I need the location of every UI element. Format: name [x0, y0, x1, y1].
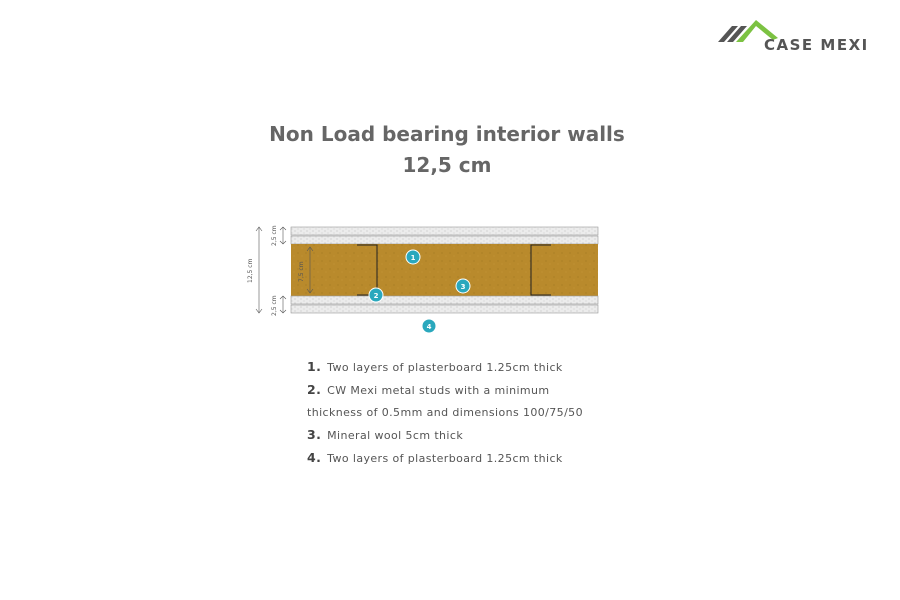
brand-logo[interactable]: CASE MEXI	[718, 16, 883, 58]
marker-4: 4	[421, 318, 437, 334]
dim-total-label: 12,5 cm	[247, 258, 254, 283]
component-legend: 1. Two layers of plasterboard 1.25cm thi…	[307, 356, 583, 470]
svg-text:4: 4	[427, 323, 432, 331]
wall-section-diagram: 12,5 cm 2,5 cm 7,5 cm 2,5 cm 1 2 3	[240, 218, 610, 342]
legend-item-4: 4. Two layers of plasterboard 1.25cm thi…	[307, 450, 563, 465]
legend-item-3: 3. Mineral wool 5cm thick	[307, 427, 464, 442]
dim-top-layer-label: 2,5 cm	[271, 225, 278, 246]
metal-stud-left	[357, 244, 378, 296]
svg-text:2: 2	[374, 292, 379, 300]
brand-name: CASE MEXI	[764, 36, 869, 54]
svg-text:3: 3	[461, 283, 466, 291]
top-board-inner	[290, 235, 599, 245]
bottom-board-inner	[290, 295, 599, 305]
legend-item-2: 2. CW Mexi metal studs with a minimum	[307, 382, 550, 397]
marker-1: 1	[405, 249, 421, 265]
bottom-board-outer	[290, 304, 599, 314]
roof-logo-icon	[718, 20, 778, 42]
metal-stud-right	[530, 244, 551, 296]
dim-bottom-layer-label: 2,5 cm	[271, 295, 278, 316]
marker-2: 2	[368, 287, 384, 303]
dim-core-label: 7,5 cm	[298, 261, 305, 282]
page-subtitle: 12,5 cm	[402, 153, 492, 177]
legend-item-1: 1. Two layers of plasterboard 1.25cm thi…	[307, 359, 563, 374]
page-title: Non Load bearing interior walls	[269, 122, 625, 146]
svg-text:1: 1	[411, 254, 416, 262]
mineral-wool-core	[291, 244, 598, 296]
top-board-outer	[290, 226, 599, 236]
legend-item-2-continued: thickness of 0.5mm and dimensions 100/75…	[307, 406, 583, 419]
marker-3: 3	[455, 278, 471, 294]
